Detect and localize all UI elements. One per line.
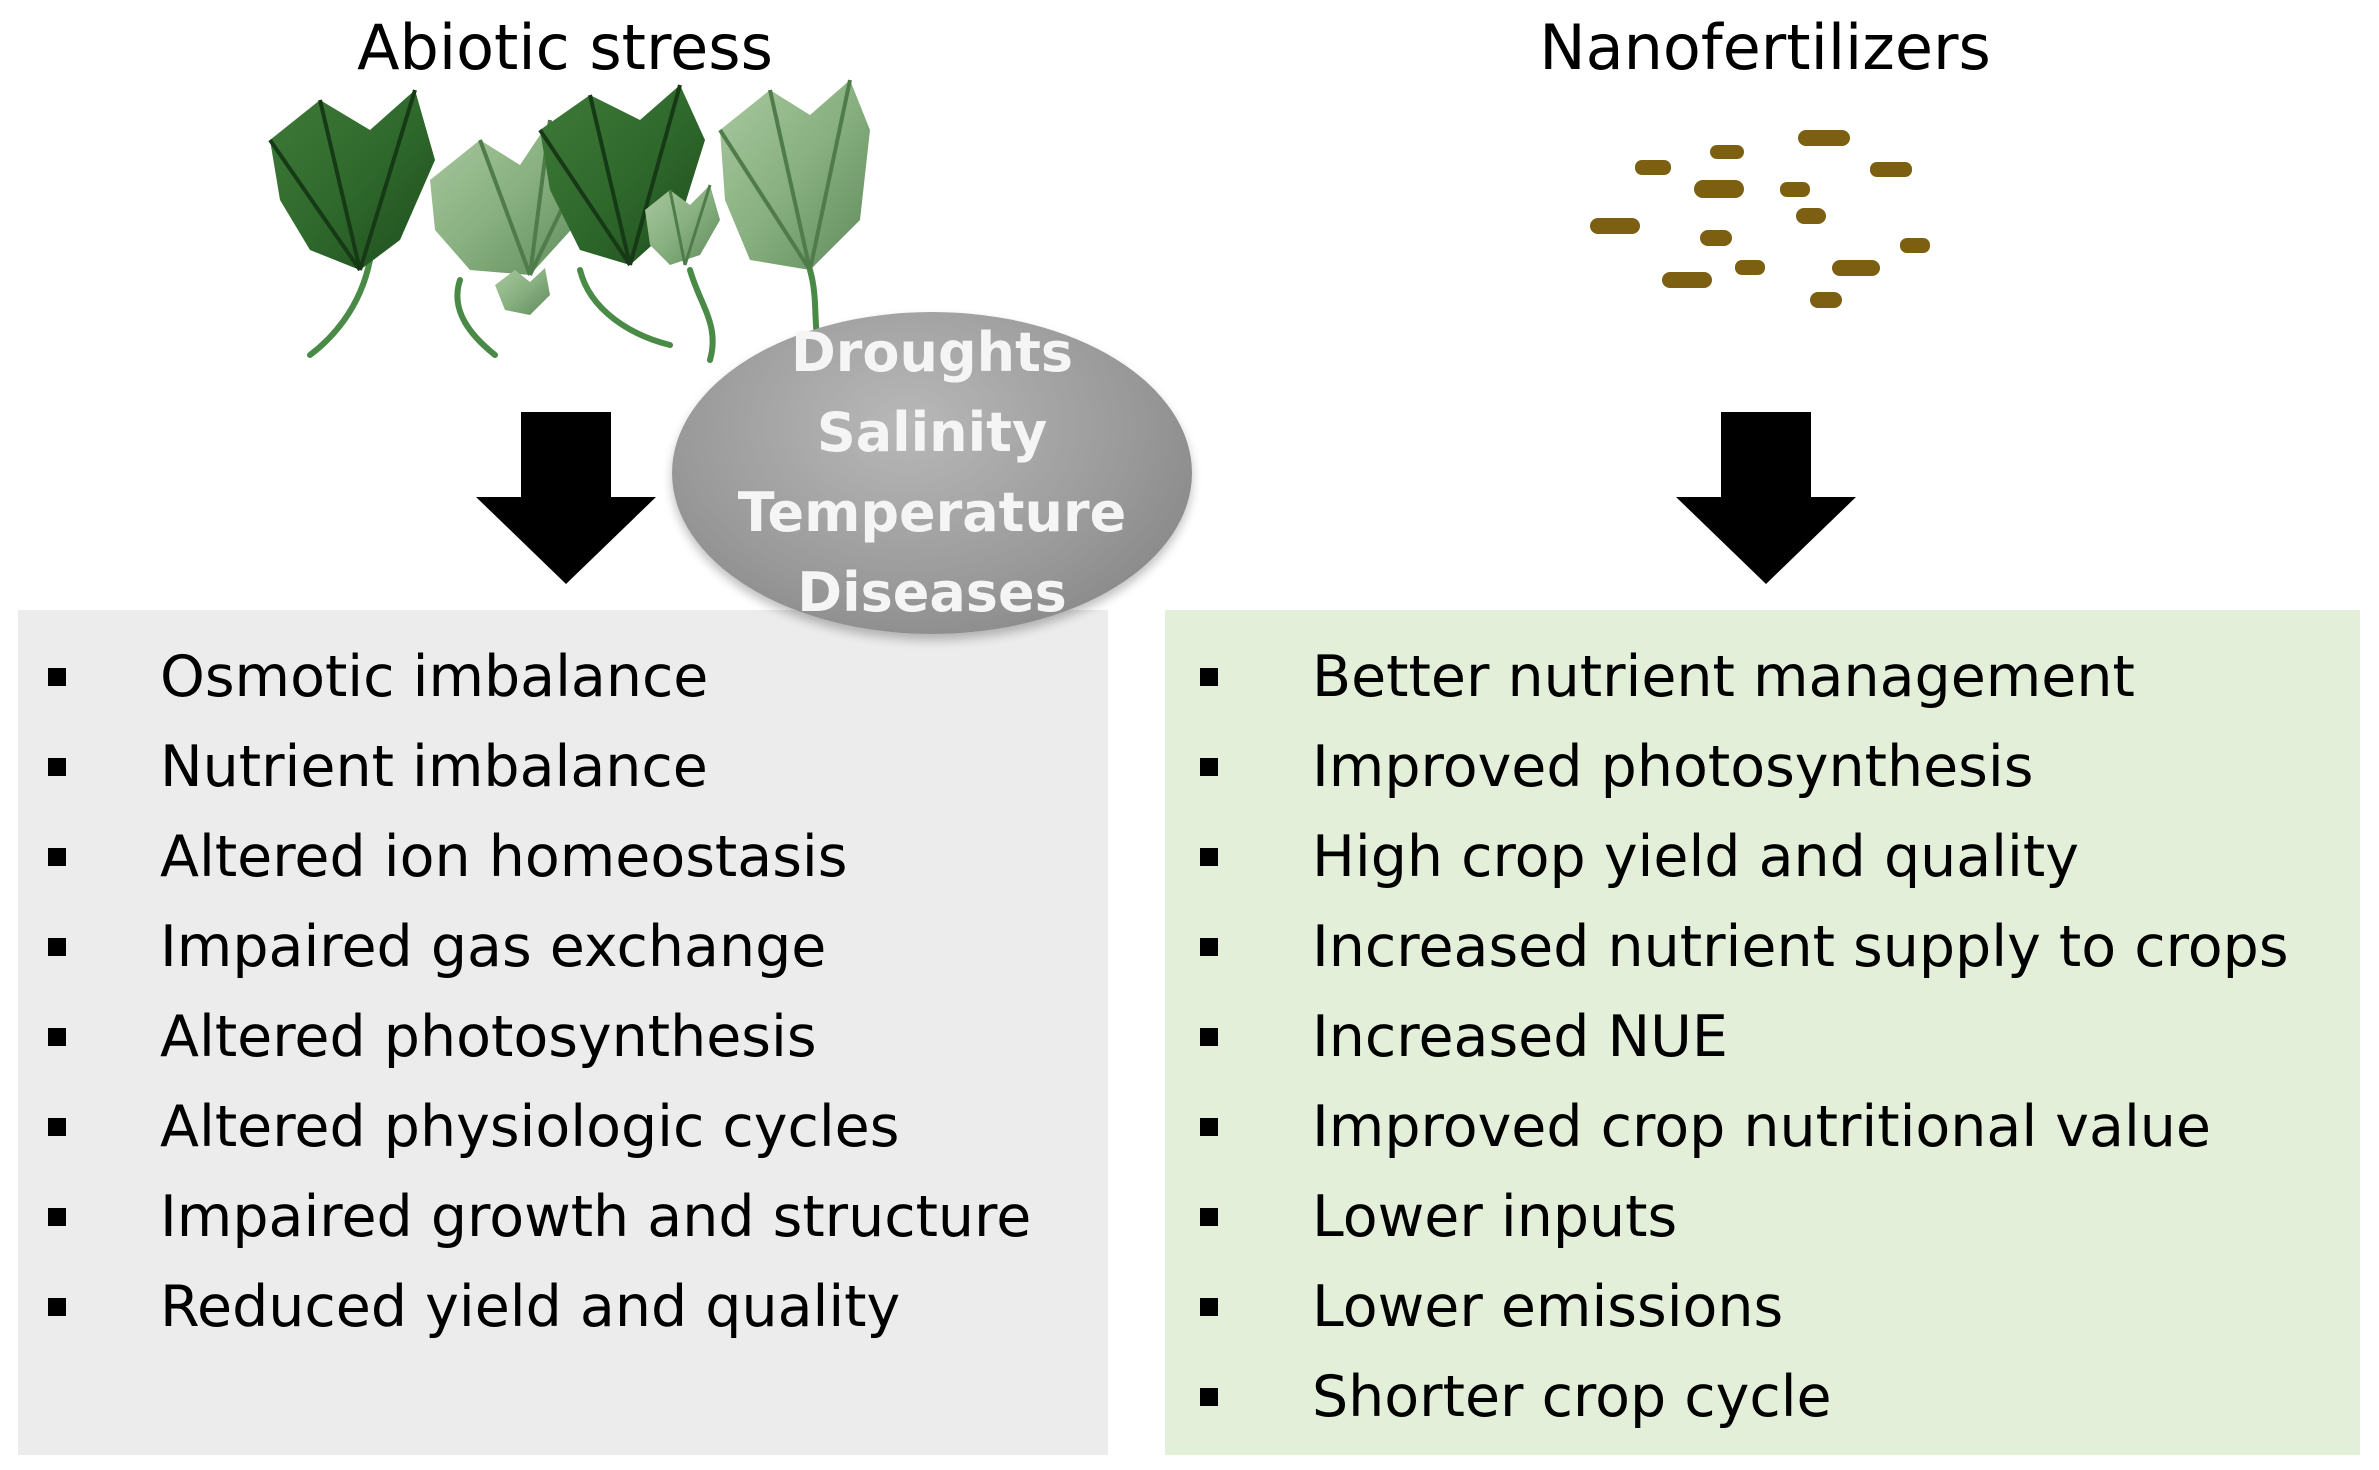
list-item: Reduced yield and quality [48,1262,1031,1352]
benefits-list: Better nutrient management Improved phot… [1200,632,2289,1442]
stressor-label: Temperature [737,481,1127,544]
list-item: Nutrient imbalance [48,722,1031,812]
nanofertilizer-benefits-panel: Better nutrient management Improved phot… [1165,610,2360,1455]
bullet-square-icon [1200,848,1218,866]
list-item: High crop yield and quality [1200,812,2289,902]
list-item: Altered photosynthesis [48,992,1031,1082]
bullet-square-icon [1200,1028,1218,1046]
bullet-square-icon [1200,1388,1218,1406]
down-arrow-icon [1676,412,1856,584]
nanoparticles-icon [1590,130,1930,308]
abiotic-stress-heading: Abiotic stress [357,11,773,84]
list-item: Lower emissions [1200,1262,2289,1352]
nanofertilizers-heading: Nanofertilizers [1539,11,1991,84]
bullet-square-icon [48,668,66,686]
bullet-square-icon [1200,1118,1218,1136]
list-item: Increased NUE [1200,992,2289,1082]
bullet-square-icon [1200,1298,1218,1316]
bullet-square-icon [1200,758,1218,776]
bullet-square-icon [48,1298,66,1316]
bullet-square-icon [48,1118,66,1136]
effects-list: Osmotic imbalance Nutrient imbalance Alt… [48,632,1031,1352]
bullet-square-icon [1200,668,1218,686]
bullet-square-icon [48,848,66,866]
list-item: Shorter crop cycle [1200,1352,2289,1442]
down-arrow-icon [476,412,656,584]
bullet-square-icon [1200,938,1218,956]
list-item: Impaired growth and structure [48,1172,1031,1262]
stressor-label: Droughts [790,321,1074,384]
bullet-square-icon [48,758,66,776]
list-item: Improved photosynthesis [1200,722,2289,812]
bullet-square-icon [48,1028,66,1046]
stressed-plants-icon [268,79,870,363]
list-item: Altered physiologic cycles [48,1082,1031,1172]
stressors-bubble: Droughts Salinity Temperature Diseases [672,312,1192,634]
bullet-square-icon [48,938,66,956]
list-item: Increased nutrient supply to crops [1200,902,2289,992]
list-item: Lower inputs [1200,1172,2289,1262]
stressor-label: Diseases [797,561,1067,624]
stressor-label: Salinity [816,401,1048,464]
list-item: Osmotic imbalance [48,632,1031,722]
bullet-square-icon [1200,1208,1218,1226]
list-item: Altered ion homeostasis [48,812,1031,902]
bullet-square-icon [48,1208,66,1226]
list-item: Impaired gas exchange [48,902,1031,992]
list-item: Improved crop nutritional value [1200,1082,2289,1172]
abiotic-stress-effects-panel: Osmotic imbalance Nutrient imbalance Alt… [18,610,1108,1455]
list-item: Better nutrient management [1200,632,2289,722]
